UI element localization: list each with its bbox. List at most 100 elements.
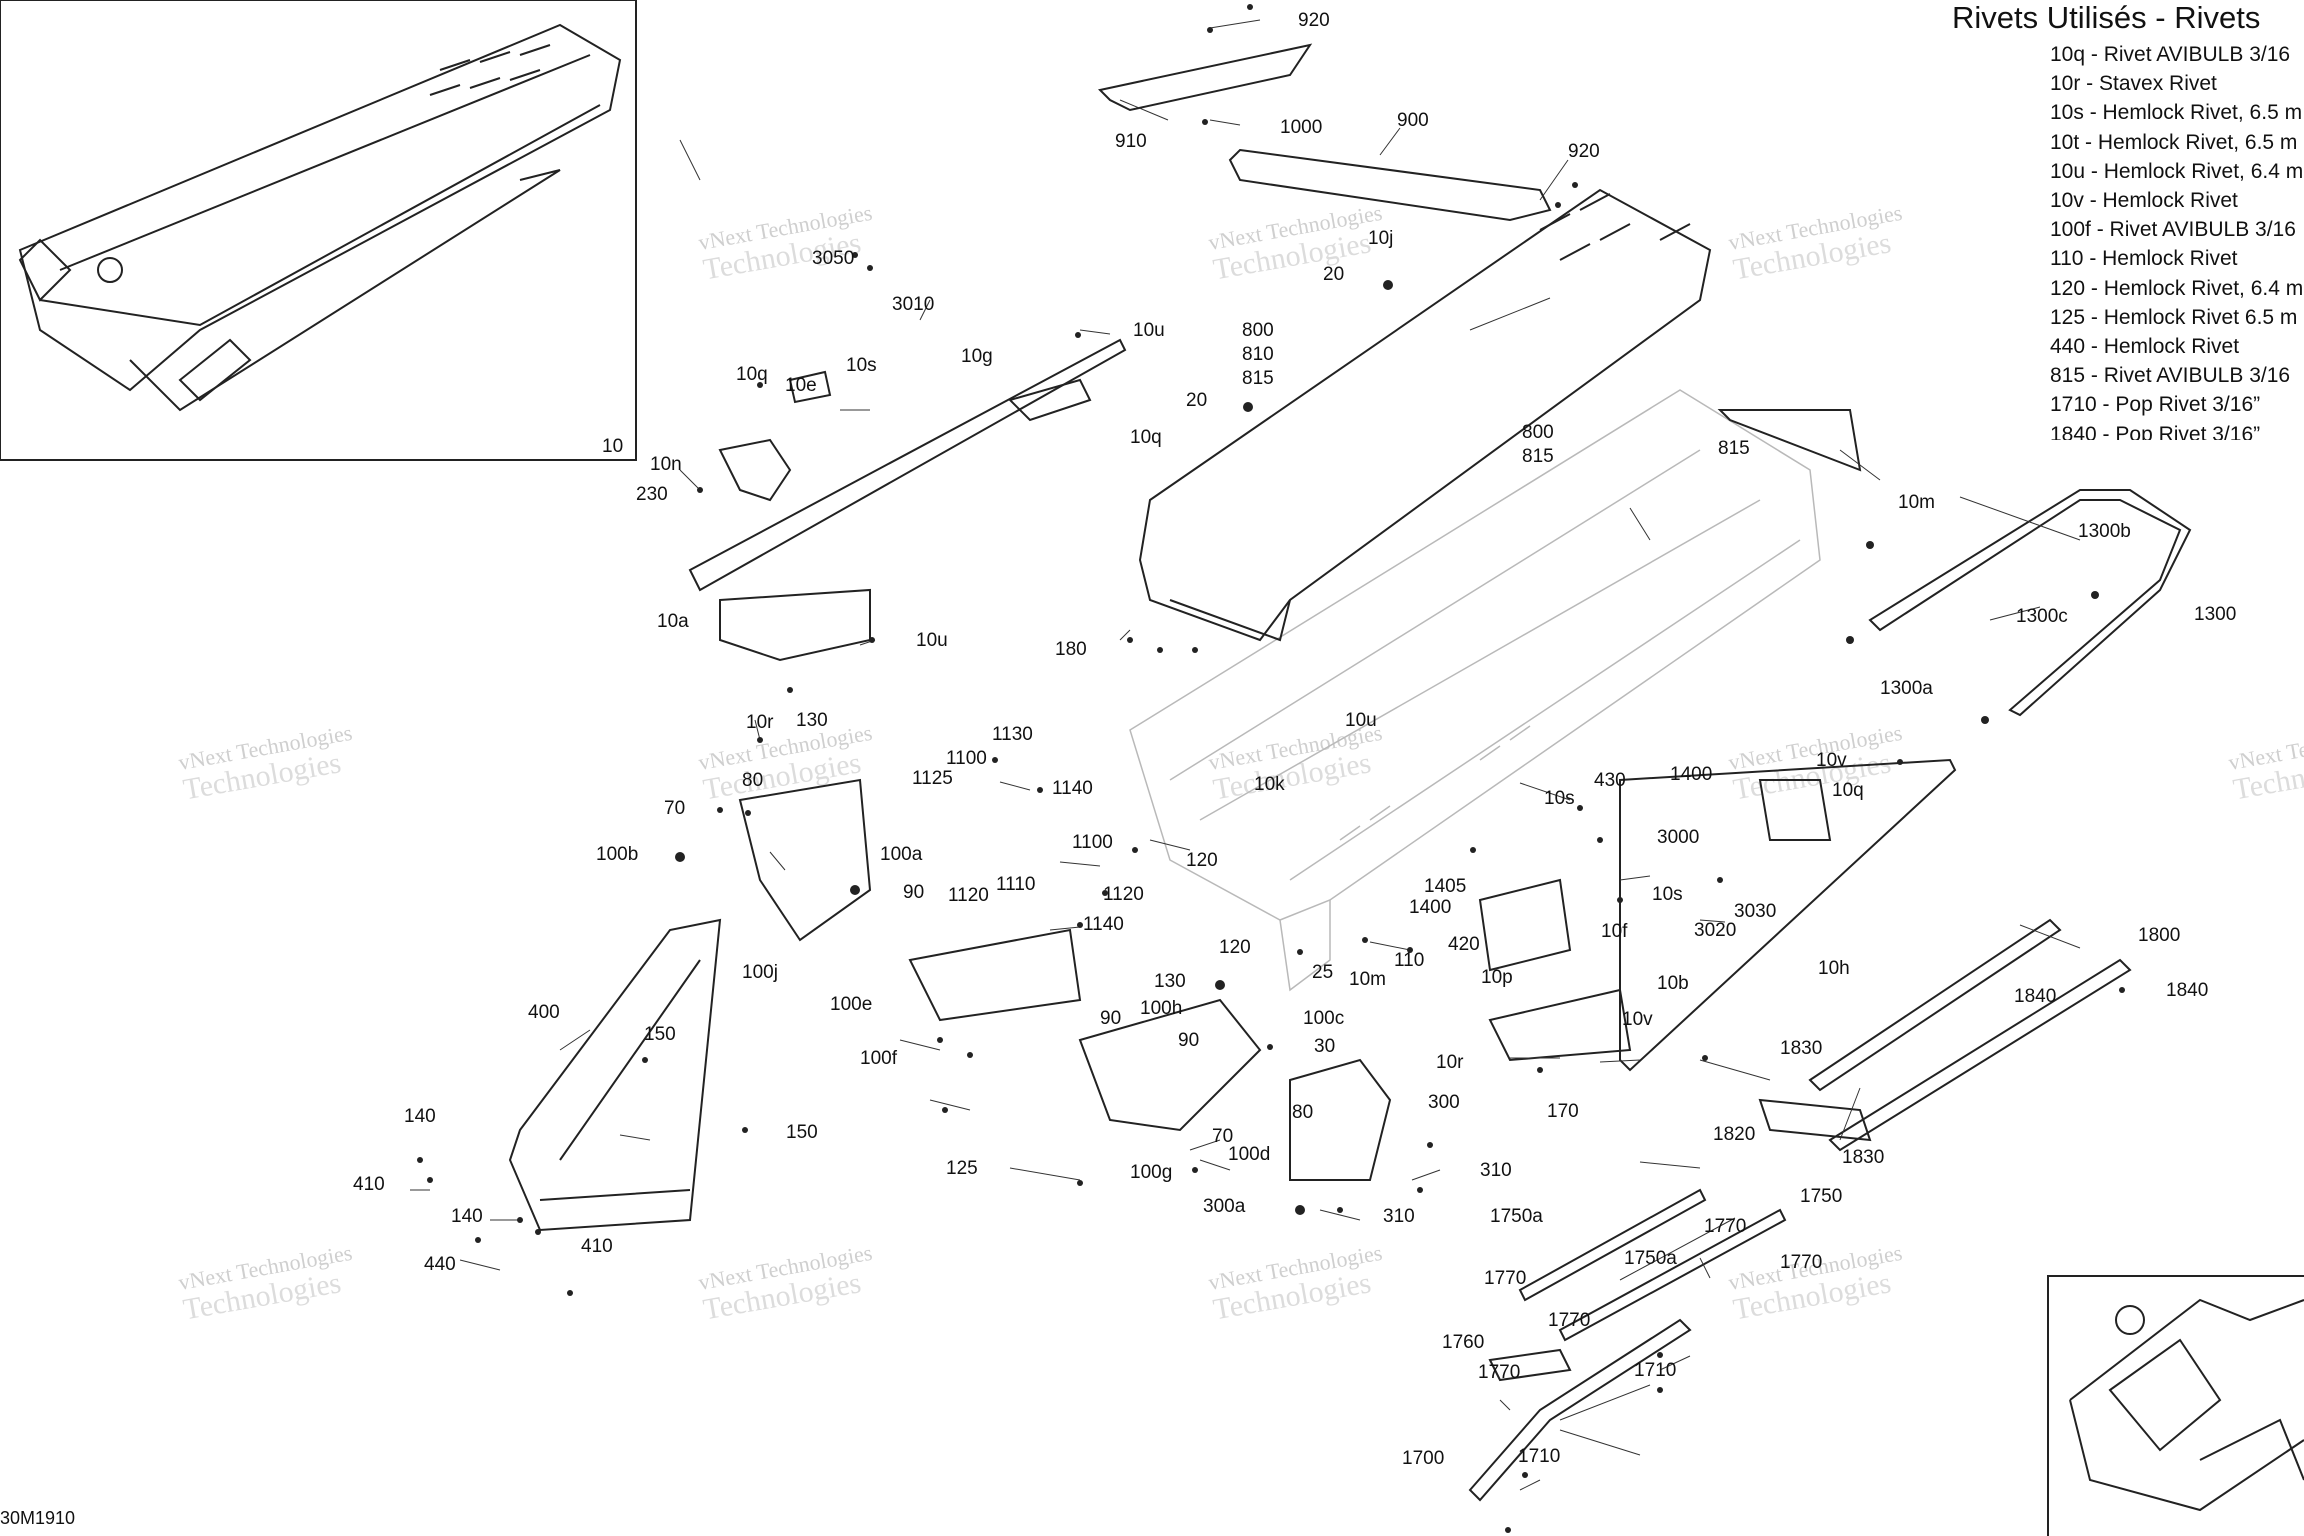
callout-label: 910 bbox=[1115, 131, 1147, 152]
callout-label: 1130 bbox=[992, 724, 1033, 745]
callout-label: 10b bbox=[1657, 973, 1689, 994]
callout-label: 1760 bbox=[1442, 1332, 1484, 1353]
callout-label: 1400 bbox=[1409, 897, 1451, 918]
callout-label: 90 bbox=[1178, 1030, 1199, 1051]
callout-label: 10h bbox=[1818, 958, 1850, 979]
callout-label: 3050 bbox=[812, 248, 854, 269]
callout-label: 1120 bbox=[1103, 884, 1144, 905]
parts bbox=[508, 43, 2192, 1502]
callout-label: 10f bbox=[1601, 921, 1628, 942]
legend-item: 10v - Hemlock Rivet bbox=[2050, 189, 2238, 213]
callout-label: 420 bbox=[1448, 934, 1480, 955]
callout-label: 10j bbox=[1368, 228, 1393, 249]
callout-label: 310 bbox=[1383, 1206, 1415, 1227]
callout-label: 1800 bbox=[2138, 925, 2180, 946]
callout-label: 1770 bbox=[1478, 1362, 1520, 1383]
callout-label: 1770 bbox=[1704, 1216, 1746, 1237]
callout-label: 30 bbox=[1314, 1036, 1335, 1057]
callout-label: 310 bbox=[1480, 1160, 1512, 1181]
callout-label: 1820 bbox=[1713, 1124, 1755, 1145]
callout-label: 815 bbox=[1718, 438, 1750, 459]
callout-label: 10u bbox=[1345, 710, 1377, 731]
callout-label: 80 bbox=[742, 770, 763, 791]
callout-label: 1830 bbox=[1780, 1038, 1822, 1059]
callout-label: 10m bbox=[1898, 492, 1935, 513]
callout-label: 1100 bbox=[946, 748, 987, 769]
callout-label: 1710 bbox=[1634, 1360, 1676, 1381]
callout-label: 100h bbox=[1140, 998, 1182, 1019]
callout-label: 1770 bbox=[1484, 1268, 1526, 1289]
callout-label: 20 bbox=[1186, 390, 1207, 411]
callout-label: 180 bbox=[1055, 639, 1087, 660]
callout-label: 815 bbox=[1242, 368, 1274, 389]
callout-label: 100g bbox=[1130, 1162, 1172, 1183]
callout-label: 90 bbox=[903, 882, 924, 903]
callout-label: 1770 bbox=[1548, 1310, 1590, 1331]
callout-label: 300a bbox=[1203, 1196, 1246, 1217]
callout-label: 10q bbox=[1130, 427, 1162, 448]
callout-label: 20 bbox=[1323, 264, 1344, 285]
callout-label: 140 bbox=[404, 1106, 436, 1127]
diagram-code: 30M1910 bbox=[0, 1508, 76, 1528]
callout-label: 3000 bbox=[1657, 827, 1699, 848]
inset-tunnel-assembly: 10 bbox=[0, 0, 637, 461]
callout-label: 10s bbox=[1652, 884, 1683, 905]
callout-label: 100a bbox=[880, 844, 923, 865]
callout-label: 1110 bbox=[996, 874, 1035, 895]
callout-label: 1400 bbox=[1670, 764, 1712, 785]
legend-item: 120 - Hemlock Rivet, 6.4 m bbox=[2050, 276, 2304, 300]
legend-title: Rivets Utilisés - Rivets bbox=[1952, 0, 2261, 35]
callout-label: 10e bbox=[785, 375, 817, 396]
callout-label: 3030 bbox=[1734, 901, 1776, 922]
legend-item: 10t - Hemlock Rivet, 6.5 m bbox=[2050, 130, 2298, 154]
callout-label: 100c bbox=[1303, 1008, 1344, 1029]
callout-label: 3020 bbox=[1694, 920, 1736, 941]
callout-label: 1830 bbox=[1842, 1147, 1884, 1168]
callout-label: 10p bbox=[1481, 967, 1513, 988]
callout-label: 1120 bbox=[948, 885, 989, 906]
callout-label: 70 bbox=[664, 798, 685, 819]
callout-label: 10q bbox=[736, 364, 768, 385]
callout-label: 1710 bbox=[1518, 1446, 1560, 1467]
fastener-dots bbox=[417, 4, 2125, 1533]
callout-label: 90 bbox=[1100, 1008, 1121, 1029]
inset-label: 10 bbox=[602, 436, 623, 457]
legend-list: 10q - Rivet AVIBULB 3/16 10r - Stavex Ri… bbox=[2050, 40, 2303, 440]
callout-label: 410 bbox=[581, 1236, 613, 1257]
callout-label: 140 bbox=[451, 1206, 483, 1227]
callout-label: 1840 bbox=[2014, 986, 2056, 1007]
callout-label: 815 bbox=[1522, 446, 1554, 467]
callout-label: 1300b bbox=[2078, 521, 2131, 542]
callout-label: 10g bbox=[961, 346, 993, 367]
legend-item: 1840 - Pop Rivet 3/16” bbox=[2050, 422, 2261, 440]
callout-label: 900 bbox=[1397, 110, 1429, 131]
callout-label: 1300a bbox=[1880, 678, 1933, 699]
callout-label: 1000 bbox=[1280, 117, 1322, 138]
callout-label: 125 bbox=[946, 1158, 978, 1179]
callout-label: 10v bbox=[1816, 750, 1847, 771]
callout-label: 10u bbox=[1133, 320, 1165, 341]
leader-lines bbox=[410, 19, 2081, 1491]
callout-label: 130 bbox=[796, 710, 828, 731]
callout-label: 800 bbox=[1522, 422, 1554, 443]
legend-item: 125 - Hemlock Rivet 6.5 m bbox=[2050, 305, 2298, 329]
legend-item: 10s - Hemlock Rivet, 6.5 m bbox=[2050, 101, 2303, 125]
callout-label: 110 bbox=[1394, 950, 1424, 971]
rivet-legend: Rivets Utilisés - Rivets 10q - Rivet AVI… bbox=[1952, 0, 2304, 440]
callout-label: 10r bbox=[1436, 1052, 1464, 1073]
callout-label: 920 bbox=[1568, 141, 1600, 162]
callout-label: 10q bbox=[1832, 780, 1864, 801]
inset-frame-assembly bbox=[2047, 1275, 2304, 1536]
callout-label: 100f bbox=[860, 1048, 898, 1069]
legend-item: 440 - Hemlock Rivet bbox=[2050, 335, 2240, 359]
callout-label: 150 bbox=[644, 1024, 676, 1045]
callout-label: 150 bbox=[786, 1122, 818, 1143]
callout-label: 80 bbox=[1292, 1102, 1313, 1123]
callout-label: 1770 bbox=[1780, 1252, 1822, 1273]
callout-label: 130 bbox=[1154, 971, 1186, 992]
callout-label: 10a bbox=[657, 611, 689, 632]
callout-label: 920 bbox=[1298, 10, 1330, 31]
callout-label: 430 bbox=[1594, 770, 1626, 791]
callout-label: 10m bbox=[1349, 969, 1386, 990]
callout-label: 10n bbox=[650, 454, 682, 475]
